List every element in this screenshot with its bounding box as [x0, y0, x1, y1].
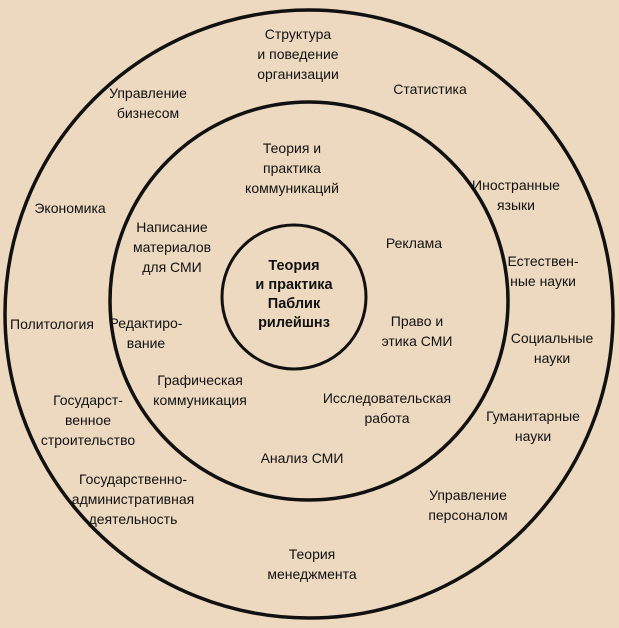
label-org-structure-line: и поведение	[257, 46, 338, 62]
label-theory-comm-line: коммуникаций	[245, 180, 339, 196]
label-public-admin: Государственно-административная деятельно…	[72, 471, 194, 527]
label-graphic-comm: Графическая коммуникация	[153, 372, 247, 408]
label-mgmt-theory-line: менеджмента	[267, 566, 357, 582]
label-graphic-comm-line: Графическая	[157, 372, 243, 388]
label-natural-sci-line: ные науки	[510, 273, 576, 289]
label-org-structure-line: организации	[257, 66, 339, 82]
label-editing-line: вание	[127, 335, 166, 351]
label-social-sci-line: Социальные	[511, 330, 594, 346]
label-research-line: Исследовательская	[323, 390, 451, 406]
label-org-structure: Структура и поведение организации	[257, 26, 339, 82]
label-law-ethics-line: Право и	[391, 313, 443, 329]
label-editing-line: Редактиро-	[110, 315, 183, 331]
label-advertising-line: Реклама	[386, 235, 442, 251]
label-foreign-lang: Иностранные языки	[472, 177, 560, 213]
label-public-admin-line: Государственно-	[79, 471, 187, 487]
label-research-line: работа	[364, 410, 409, 426]
label-core-line: Паблик	[268, 296, 321, 312]
label-media-analysis: Анализ СМИ	[261, 450, 344, 466]
label-mgmt-theory: Теория менеджмента	[267, 546, 357, 582]
label-core-line: и практика	[255, 277, 333, 293]
label-writing-line: материалов	[133, 239, 211, 255]
label-natural-sci: Естествен-ные науки	[507, 253, 578, 289]
label-advertising: Реклама	[386, 235, 442, 251]
label-humanities: Гуманитарные науки	[486, 408, 580, 444]
inner-ring-labels: Теория и практика коммуникацийРекламаПраво…	[110, 140, 453, 466]
label-editing: Редактиро-вание	[110, 315, 183, 351]
label-theory-comm-line: Теория и	[263, 140, 321, 156]
label-law-ethics-line: этика СМИ	[382, 333, 453, 349]
label-economics-line: Экономика	[34, 200, 106, 216]
label-foreign-lang-line: языки	[497, 197, 535, 213]
label-social-sci-line: науки	[534, 350, 570, 366]
label-mgmt-theory-line: Теория	[289, 546, 336, 562]
label-writing-line: для СМИ	[142, 259, 202, 275]
label-social-sci: Социальные науки	[511, 330, 594, 366]
label-theory-comm: Теория и практика коммуникаций	[245, 140, 339, 196]
label-writing-line: Написание	[136, 219, 208, 235]
outer-circle	[3, 8, 615, 620]
label-state-building-line: строительство	[41, 432, 136, 448]
label-economics: Экономика	[34, 200, 106, 216]
label-natural-sci-line: Естествен-	[507, 253, 578, 269]
label-business-mgmt-line: бизнесом	[117, 105, 179, 121]
label-graphic-comm-line: коммуникация	[153, 392, 247, 408]
label-statistics: Статистика	[393, 81, 467, 97]
label-hr-management-line: Управление	[429, 487, 507, 503]
label-org-structure-line: Структура	[265, 26, 332, 42]
label-core-line: рилейшнз	[258, 315, 330, 331]
outer-ring-labels: Структура и поведение организацииСтатистик…	[10, 26, 593, 582]
label-public-admin-line: административная	[72, 491, 194, 507]
label-humanities-line: науки	[515, 428, 551, 444]
label-state-building-line: венное	[65, 412, 111, 428]
label-law-ethics: Право и этика СМИ	[382, 313, 453, 349]
label-foreign-lang-line: Иностранные	[472, 177, 560, 193]
label-state-building-line: Государст-	[53, 392, 123, 408]
label-writing: Написание материалов для СМИ	[133, 219, 211, 275]
label-business-mgmt-line: Управление	[109, 85, 187, 101]
middle-circle	[108, 100, 510, 502]
label-statistics-line: Статистика	[393, 81, 467, 97]
label-core-line: Теория	[268, 258, 319, 274]
label-business-mgmt: Управление бизнесом	[109, 85, 187, 121]
label-hr-management: Управление персоналом	[428, 487, 507, 523]
label-hr-management-line: персоналом	[428, 507, 507, 523]
label-research: Исследовательская работа	[323, 390, 451, 426]
core-circle	[220, 223, 368, 371]
label-public-admin-line: деятельность	[89, 511, 178, 527]
label-theory-comm-line: практика	[263, 160, 321, 176]
label-political-sci: Политология	[10, 316, 94, 332]
label-political-sci-line: Политология	[10, 316, 94, 332]
label-state-building: Государст-венное строительство	[41, 392, 136, 448]
label-humanities-line: Гуманитарные	[486, 408, 580, 424]
label-media-analysis-line: Анализ СМИ	[261, 450, 344, 466]
